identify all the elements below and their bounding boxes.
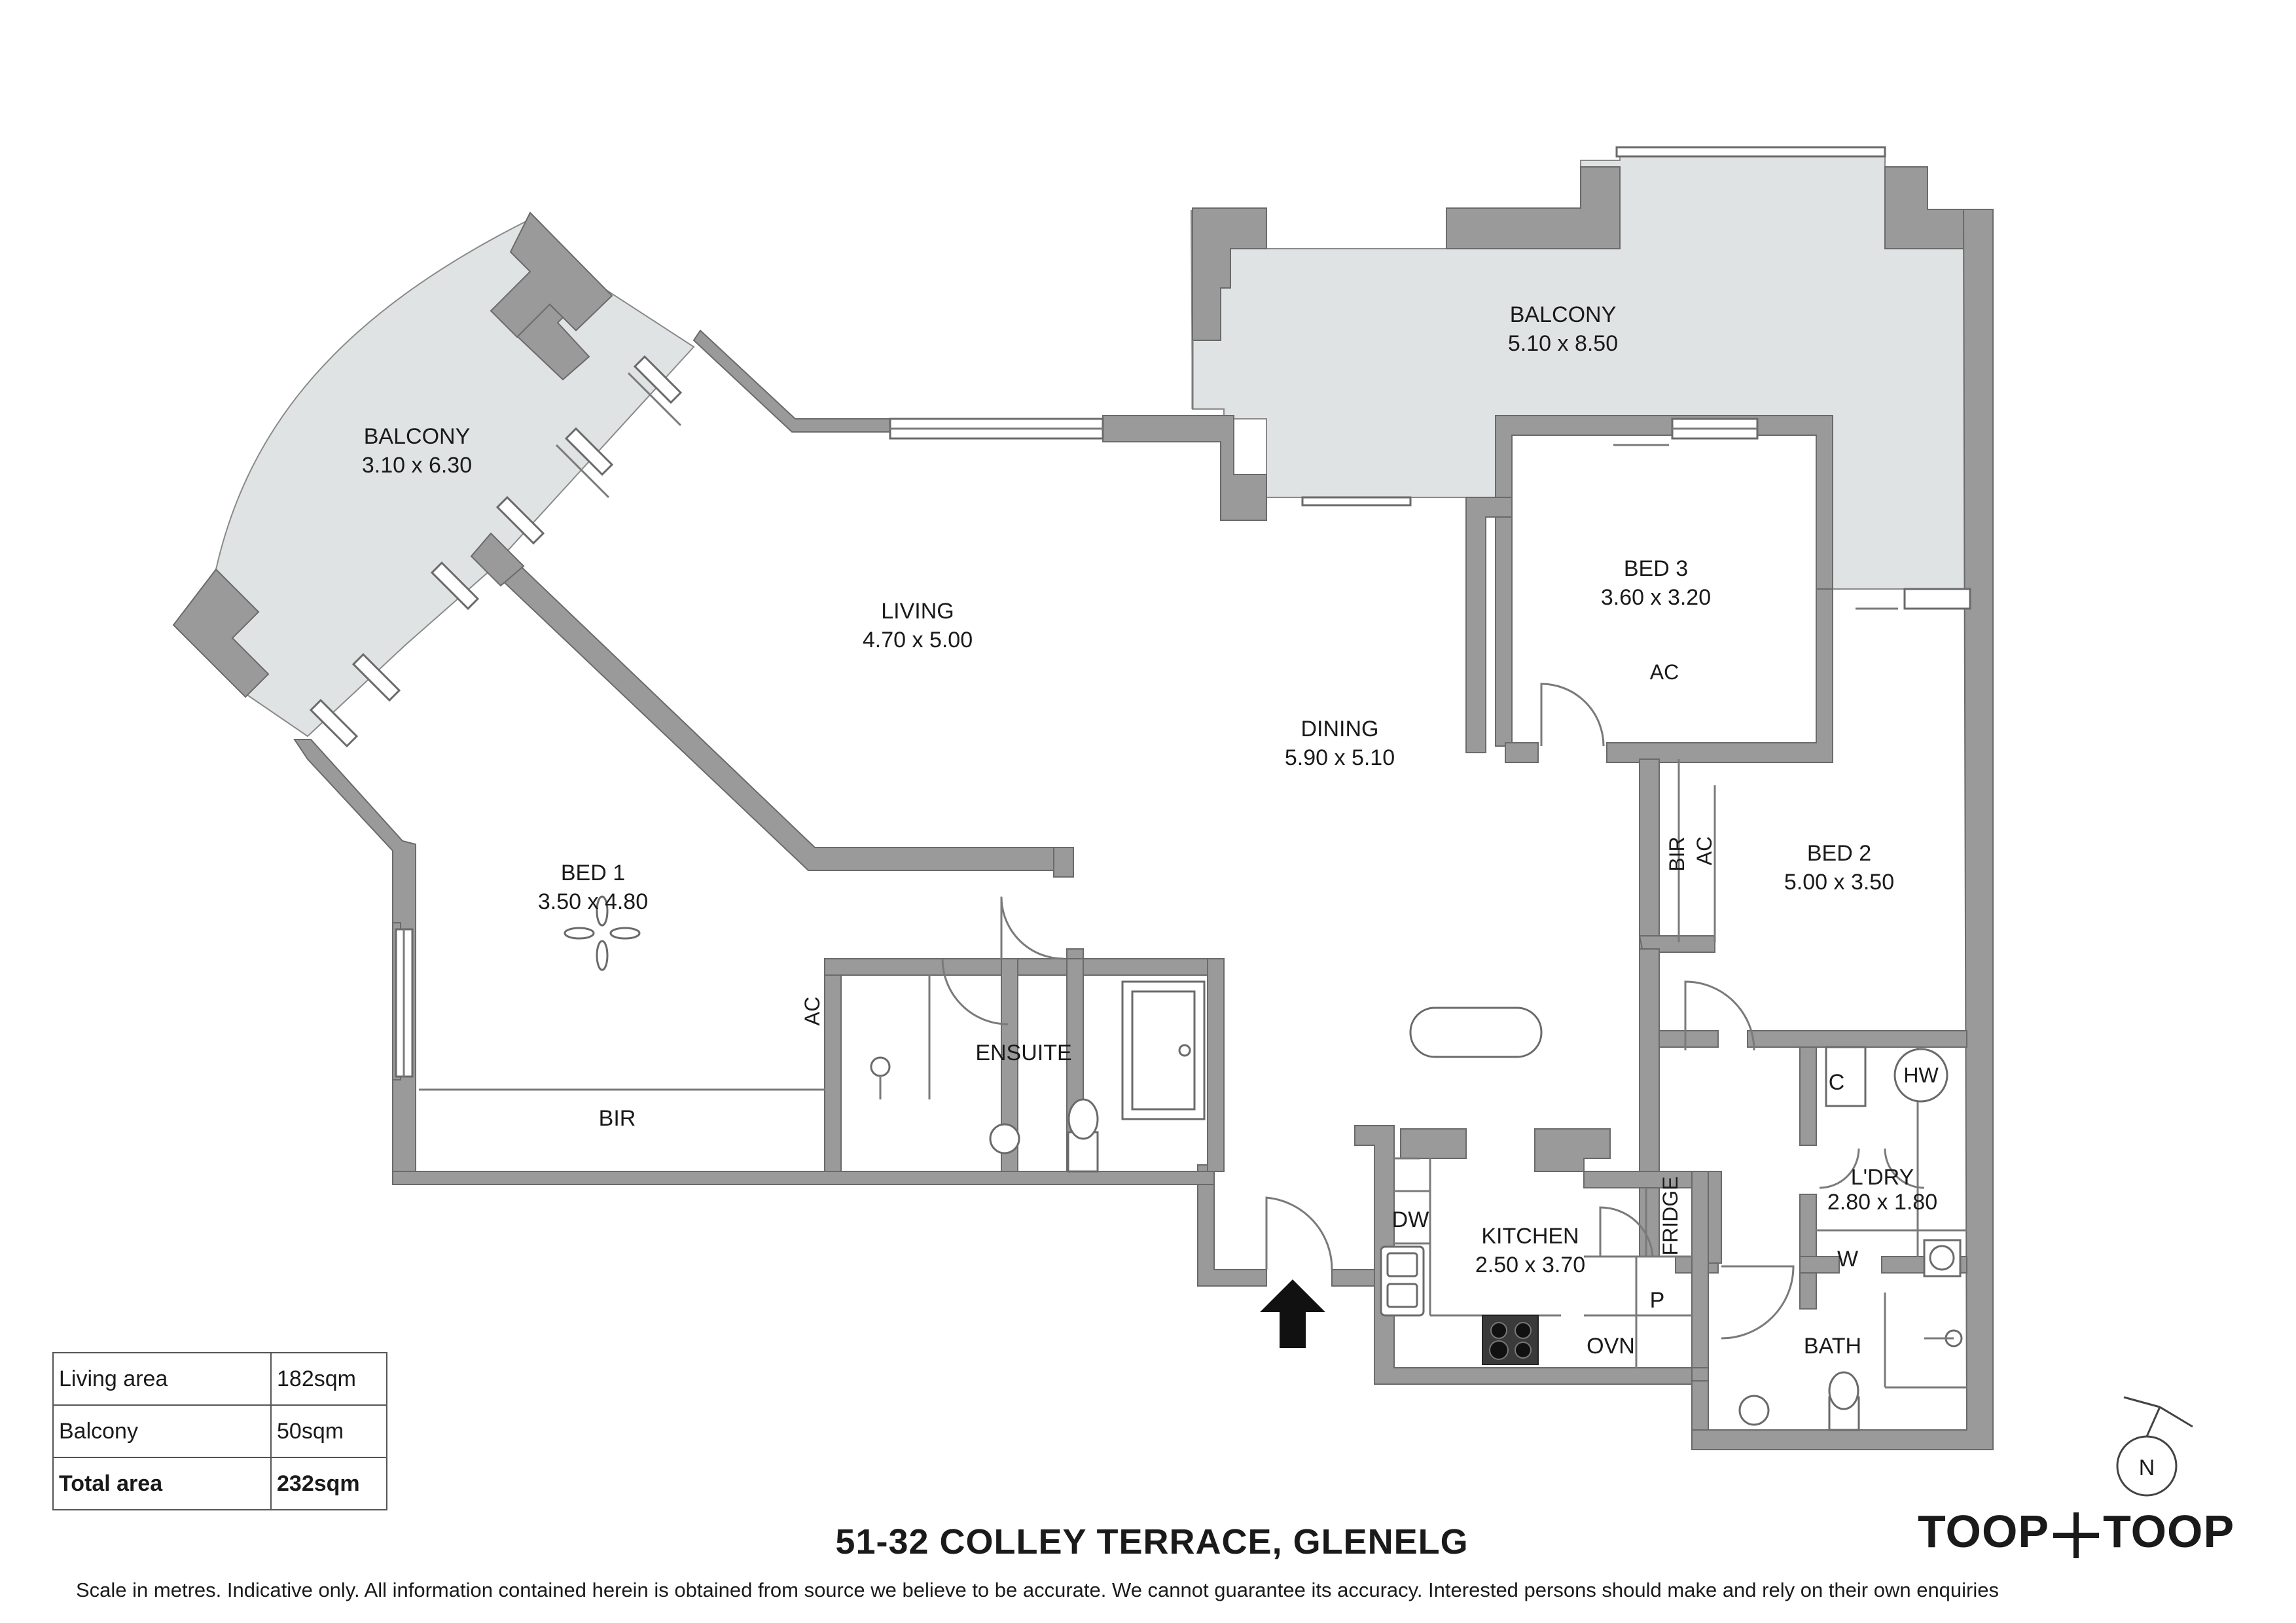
compass-north-label: N (2139, 1455, 2155, 1480)
area-label: Living area (52, 1352, 272, 1406)
bed2-ac-label: AC (1693, 836, 1716, 865)
bed3-ac-label: AC (1650, 660, 1679, 684)
area-value: 232sqm (270, 1457, 387, 1510)
cupboard-label: C (1829, 1070, 1845, 1095)
ensuite-label: ENSUITE (975, 1041, 1071, 1065)
sink-icon (1380, 1245, 1425, 1317)
brand-logo: TOOP TOOP (1918, 1505, 2234, 1558)
kitchen-size: 2.50 x 3.70 (1475, 1253, 1585, 1277)
brand-left: TOOP (1918, 1506, 2050, 1557)
bed3-label: BED 3 (1624, 556, 1688, 581)
fixture-labels: AC AC AC BIR BIR DW FRIDGE OVN P C HW W (599, 660, 1939, 1359)
laundry-label: L'DRY (1851, 1165, 1914, 1190)
balcony-west-area (203, 218, 695, 738)
room-labels: BALCONY 3.10 x 6.30 BALCONY 5.10 x 8.50 … (362, 302, 1937, 1359)
table-row-total: Total area 232sqm (52, 1457, 387, 1510)
basin-icon (989, 1123, 1962, 1426)
area-table: Living area 182sqm Balcony 50sqm Total a… (52, 1352, 387, 1510)
table-row: Living area 182sqm (52, 1352, 387, 1406)
property-address: 51-32 COLLEY TERRACE, GLENELG (835, 1522, 1469, 1561)
doors (941, 683, 1925, 1340)
ceiling-fan-icon (564, 895, 641, 971)
area-label: Total area (52, 1457, 272, 1510)
bed1-size: 3.50 x 4.80 (538, 889, 648, 914)
brand-right: TOOP (2103, 1506, 2235, 1557)
pantry-label: P (1650, 1288, 1665, 1313)
dining-label: DINING (1301, 717, 1379, 741)
living-size: 4.70 x 5.00 (863, 628, 973, 652)
hot-water-label: HW (1903, 1063, 1939, 1087)
bed1-ac-label: AC (800, 997, 824, 1026)
dining-size: 5.90 x 5.10 (1285, 745, 1395, 770)
oven-label: OVN (1587, 1334, 1635, 1359)
bed2-label: BED 2 (1807, 841, 1871, 866)
balcony-west-size: 3.10 x 6.30 (362, 453, 472, 478)
balcony-north-size: 5.10 x 8.50 (1508, 331, 1618, 356)
fixtures (564, 895, 1963, 1431)
dishwasher-label: DW (1392, 1207, 1429, 1232)
bed1-bir-label: BIR (599, 1106, 636, 1131)
bathtub-icon (1121, 980, 1206, 1120)
bed3-size: 3.60 x 3.20 (1601, 585, 1711, 610)
north-compass-icon: N (2116, 1396, 2193, 1497)
walls (172, 166, 1994, 1450)
kitchen-label: KITCHEN (1481, 1224, 1579, 1249)
bed2-bir-label: BIR (1665, 836, 1689, 871)
area-label: Balcony (52, 1404, 272, 1458)
disclaimer: Scale in metres. Indicative only. All in… (76, 1578, 2000, 1601)
living-label: LIVING (881, 599, 954, 624)
hot-water-icon (1893, 1048, 1948, 1103)
bed2-size: 5.00 x 3.50 (1784, 870, 1894, 895)
fridge-label: FRIDGE (1659, 1177, 1682, 1256)
area-value: 182sqm (270, 1352, 387, 1406)
laundry-size: 2.80 x 1.80 (1827, 1190, 1937, 1215)
shower-icon (870, 1056, 1963, 1347)
cooktop-icon (1482, 1315, 1539, 1365)
balcony-north-label: BALCONY (1510, 302, 1617, 327)
brand-plus-icon (2053, 1512, 2100, 1558)
windows (309, 146, 1971, 1078)
toilet-icon (1067, 1098, 1860, 1431)
bed1-label: BED 1 (561, 861, 625, 885)
table-row: Balcony 50sqm (52, 1404, 387, 1458)
bath-label: BATH (1804, 1334, 1861, 1359)
washer-label: W (1837, 1247, 1858, 1272)
area-value: 50sqm (270, 1404, 387, 1458)
balcony-west-label: BALCONY (364, 424, 471, 449)
dining-table-shape (1409, 1007, 1543, 1058)
entry-arrow-icon (1260, 1279, 1325, 1348)
